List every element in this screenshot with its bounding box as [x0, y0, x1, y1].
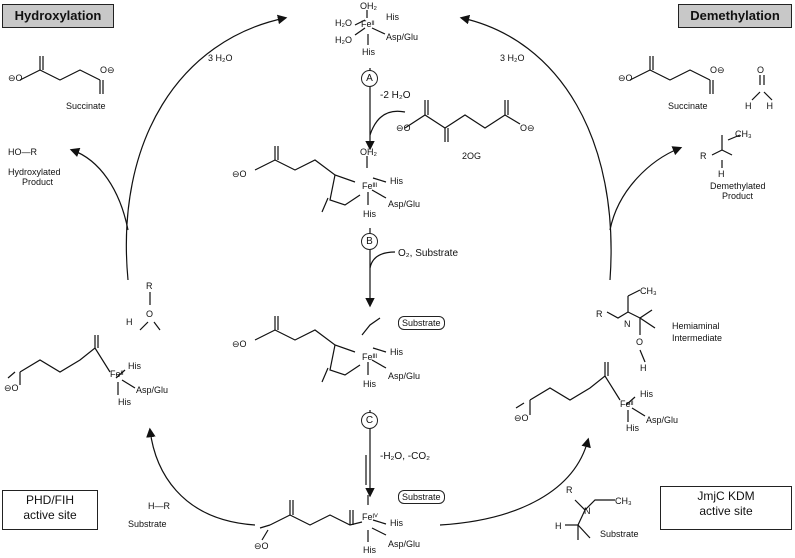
succinate-right-o1: ⊖O — [618, 73, 633, 83]
substrate-right-ch3: CH₃ — [615, 496, 632, 506]
substrate-left-formula: H—R — [148, 501, 170, 511]
right-complex-aspglu: Asp/Glu — [646, 415, 679, 425]
arrow-right-product — [609, 146, 683, 231]
jmjc-kdm-active-site-box: JmjC KDM active site — [660, 486, 792, 530]
succinate-right-o2: O⊖ — [710, 65, 725, 75]
demethylated-h: H — [718, 169, 725, 179]
c4-his-1: His — [390, 518, 403, 528]
aqua-his-2: His — [362, 47, 375, 57]
right-complex-o-minus: ⊖O — [514, 413, 529, 423]
aqua-h2o-1: H₂O — [335, 18, 352, 28]
twoog-o2: O⊖ — [520, 123, 535, 133]
substrate-right-h: H — [555, 521, 562, 531]
formaldehyde: O — [757, 65, 765, 75]
aqua-oh2: OH₂ — [360, 1, 377, 11]
c3-his-1: His — [390, 347, 403, 357]
aqua-fe: Feᴵᴵ — [361, 19, 375, 29]
aqua-h2o-2: H₂O — [335, 35, 352, 45]
phd-fih-sublabel: active site — [23, 508, 77, 522]
c2-fe: Feᴵᴵᴵ — [362, 181, 378, 191]
hemiaminal-o: O — [636, 337, 644, 347]
arrow-left-product — [69, 147, 129, 231]
hydroxylated-label-2: Product — [22, 177, 54, 187]
substrate-left-label: Substrate — [128, 519, 167, 529]
left-roh-r: R — [146, 281, 153, 291]
left-complex-fe: Feᴵᴵ — [110, 369, 124, 379]
c3-o-minus: ⊖O — [232, 339, 247, 349]
c4-aspglu: Asp/Glu — [388, 539, 421, 549]
aqua-his-1: His — [386, 12, 399, 22]
left-roh-o: O — [146, 309, 154, 319]
step-b-label: O₂, Substrate — [398, 248, 459, 259]
succinate-right-label: Succinate — [668, 101, 708, 111]
substrate-pill-2: Substrate — [398, 490, 445, 504]
hydroxylation-header: Hydroxylation — [2, 4, 114, 28]
left-roh-h: H — [126, 317, 133, 327]
water-right: 3 H₂O — [500, 53, 525, 63]
arrow-left-bottom — [146, 427, 256, 526]
succinate-left-o1: ⊖O — [8, 73, 23, 83]
step-b-circle: B — [361, 233, 378, 250]
arrow-b-curve — [369, 251, 396, 269]
water-left: 3 H₂O — [208, 53, 233, 63]
succinate-left-label: Succinate — [66, 101, 106, 111]
succinate-left-o2: O⊖ — [100, 65, 115, 75]
hemiaminal-r: R — [596, 309, 603, 319]
left-complex-o-minus: ⊖O — [4, 383, 19, 393]
substrate-right-n: N — [584, 506, 591, 516]
hydroxylated-label-1: Hydroxylated — [8, 167, 61, 177]
arrow-a-curve — [369, 110, 406, 136]
c4-fe: Feᴵⱽ — [362, 512, 378, 522]
phd-fih-active-site-box: PHD/FIH active site — [2, 490, 98, 530]
twoog-label: 2OG — [462, 151, 482, 161]
left-complex-his-1: His — [128, 361, 141, 371]
right-complex-his-1: His — [640, 389, 653, 399]
left-complex-his-2: His — [118, 397, 131, 407]
demethylation-header: Demethylation — [678, 4, 792, 28]
c4-his-2: His — [363, 545, 376, 555]
right-complex-his-2: His — [626, 423, 639, 433]
arrow-right-bottom — [439, 437, 591, 526]
step-a-label: -2 H₂O — [380, 90, 411, 101]
step-c-label: -H₂O, -CO₂ — [380, 451, 430, 462]
phd-fih-label: PHD/FIH — [26, 493, 74, 507]
formaldehyde-h: H H — [745, 101, 774, 111]
demethylated-ch3: CH₃ — [735, 129, 752, 139]
jmjc-kdm-sublabel: active site — [699, 504, 753, 518]
hemiaminal-h: H — [640, 363, 647, 373]
substrate-right-r: R — [566, 485, 573, 495]
hemiaminal-ch3: CH₃ — [640, 286, 657, 296]
step-c-circle: C — [361, 412, 378, 429]
substrate-right-label: Substrate — [600, 529, 639, 539]
arrow-right-top — [459, 14, 612, 281]
c2-oh2: OH₂ — [360, 147, 377, 157]
c2-his-2: His — [363, 209, 376, 219]
step-a-circle: A — [361, 70, 378, 87]
demethylated-r: R — [700, 151, 707, 161]
left-complex-aspglu: Asp/Glu — [136, 385, 169, 395]
substrate-pill-1: Substrate — [398, 316, 445, 330]
c3-fe: Feᴵᴵᴵ — [362, 352, 378, 362]
c3-his-2: His — [363, 379, 376, 389]
hemiaminal-label-1: Hemiaminal — [672, 321, 720, 331]
c4-o-minus: ⊖O — [254, 541, 269, 551]
hemiaminal-n: N — [624, 319, 631, 329]
jmjc-kdm-label: JmjC KDM — [697, 489, 755, 503]
demethylated-label-1: Demethylated — [710, 181, 766, 191]
hemiaminal-label-2: Intermediate — [672, 333, 723, 343]
right-complex-fe: Feᴵᴵ — [620, 399, 634, 409]
arrow-left-top — [125, 14, 288, 281]
c2-aspglu: Asp/Glu — [388, 199, 421, 209]
c2-his-1: His — [390, 176, 403, 186]
aqua-aspglu: Asp/Glu — [386, 32, 419, 42]
twoog-o1: ⊖O — [396, 123, 411, 133]
hydroxylated-formula: HO—R — [8, 147, 37, 157]
demethylated-label-2: Product — [722, 191, 754, 201]
c3-aspglu: Asp/Glu — [388, 371, 421, 381]
c2-o-minus: ⊖O — [232, 169, 247, 179]
